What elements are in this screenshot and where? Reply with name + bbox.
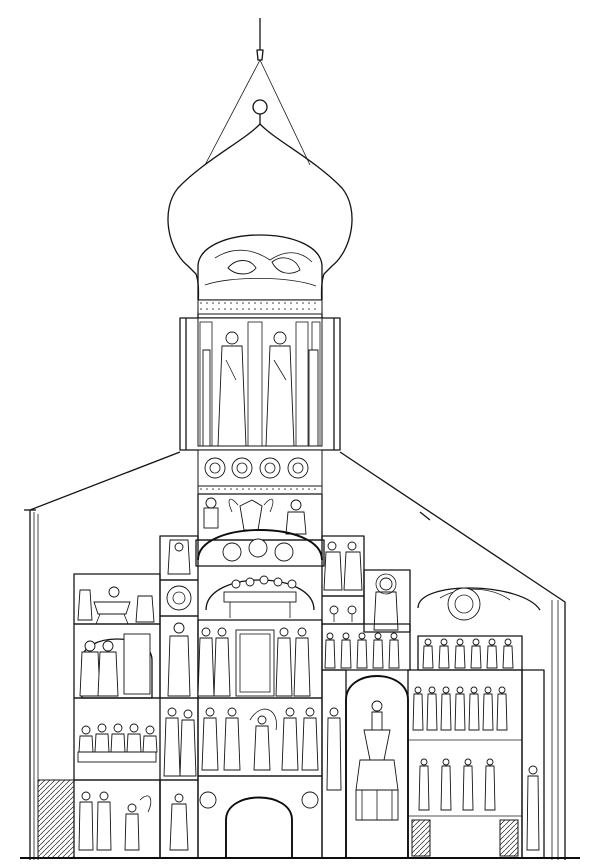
last-supper-scene	[223, 575, 297, 618]
left-wing-upper	[73, 573, 161, 625]
left-lower-register	[73, 697, 199, 859]
spire	[204, 18, 311, 166]
central-upper-register	[197, 493, 323, 541]
drum	[179, 234, 341, 495]
left-side-bay	[159, 535, 199, 617]
arch-medallions	[222, 538, 294, 562]
standing-saints-row	[73, 615, 523, 699]
small-saints-row	[324, 632, 514, 669]
crowd-scene	[408, 686, 522, 857]
lower-scene-figures	[201, 707, 319, 771]
inscription-ornament	[200, 302, 320, 312]
right-wing-upper	[363, 569, 541, 633]
lower-left-figures	[78, 791, 152, 851]
central-lower-register	[197, 697, 323, 859]
right-end-panel	[321, 669, 545, 859]
banquet-scene	[77, 707, 197, 777]
left-exterior-wall	[37, 574, 75, 859]
scene-figures-upper	[203, 497, 307, 535]
right-lower-arch	[345, 669, 523, 859]
central-arch	[195, 529, 325, 618]
onion-dome	[167, 123, 353, 319]
ciborium	[355, 700, 399, 821]
drum-medallions	[204, 457, 309, 479]
right-side-bay	[321, 535, 365, 625]
drum-standing-figures	[202, 331, 319, 447]
